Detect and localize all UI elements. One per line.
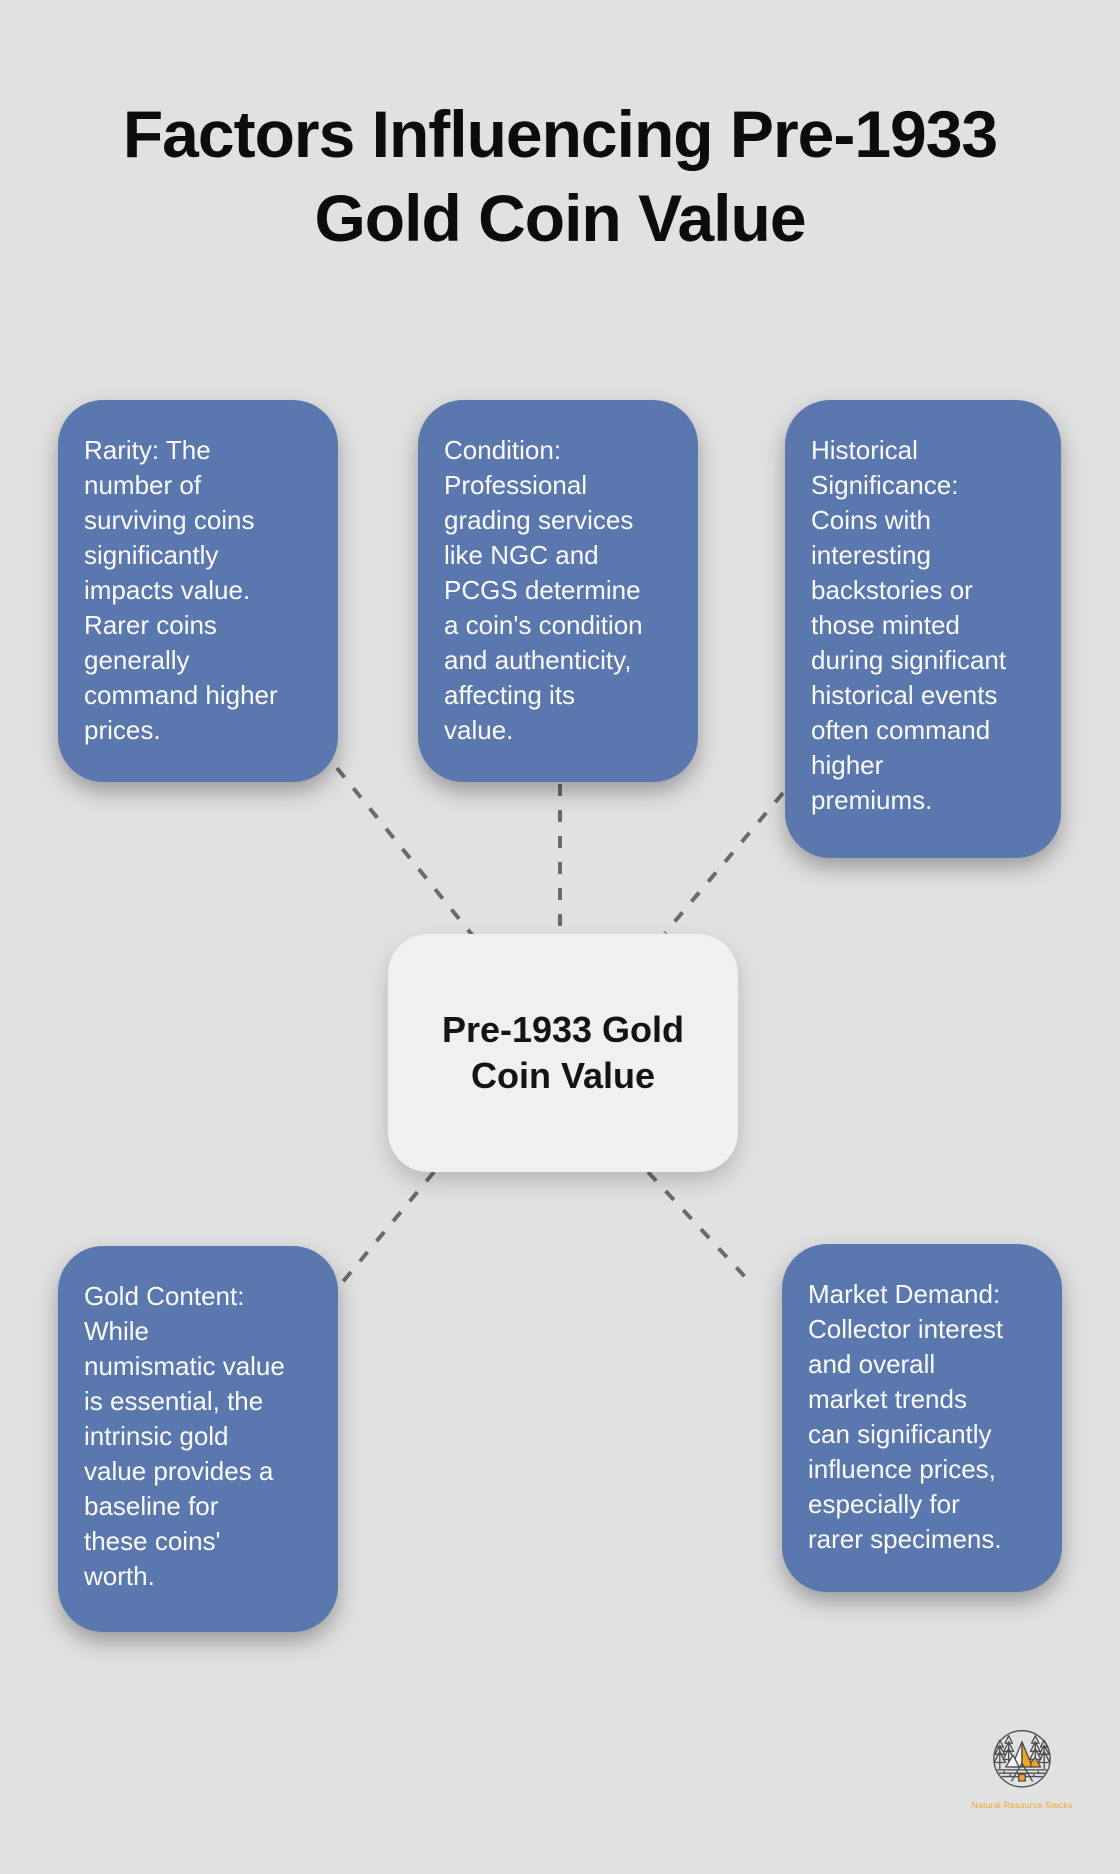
factor-text-rarity: Rarity: The number of surviving coins si…: [84, 435, 278, 745]
factor-text-historical-significance: Historical Significance: Coins with inte…: [811, 435, 1007, 815]
factor-card-historical-significance: Historical Significance: Coins with inte…: [785, 400, 1061, 858]
center-node-label: Pre-1933 Gold Coin Value: [441, 1009, 685, 1096]
factor-text-condition: Condition: Professional grading services…: [444, 435, 643, 745]
company-logo: Natural Resource Stocks: [958, 1724, 1086, 1810]
center-node: Pre-1933 Gold Coin Value: [388, 934, 738, 1172]
factor-card-gold-content: Gold Content: While numismatic value is …: [58, 1246, 338, 1632]
factor-text-gold-content: Gold Content: While numismatic value is …: [84, 1281, 285, 1591]
factor-card-condition: Condition: Professional grading services…: [418, 400, 698, 782]
logo-caption: Natural Resource Stocks: [971, 1800, 1073, 1810]
connector-rarity-to-center: [335, 766, 475, 938]
page-title: Factors Influencing Pre-1933 Gold Coin V…: [122, 97, 998, 255]
connector-center-to-market: [646, 1170, 750, 1282]
connector-historical-to-center: [663, 791, 785, 935]
connector-center-to-gold: [334, 1170, 436, 1292]
logo-emblem-icon: [993, 1729, 1051, 1788]
factor-card-market-demand: Market Demand: Collector interest and ov…: [782, 1244, 1062, 1592]
factor-text-market-demand: Market Demand: Collector interest and ov…: [808, 1279, 1004, 1554]
factor-card-rarity: Rarity: The number of surviving coins si…: [58, 400, 338, 782]
